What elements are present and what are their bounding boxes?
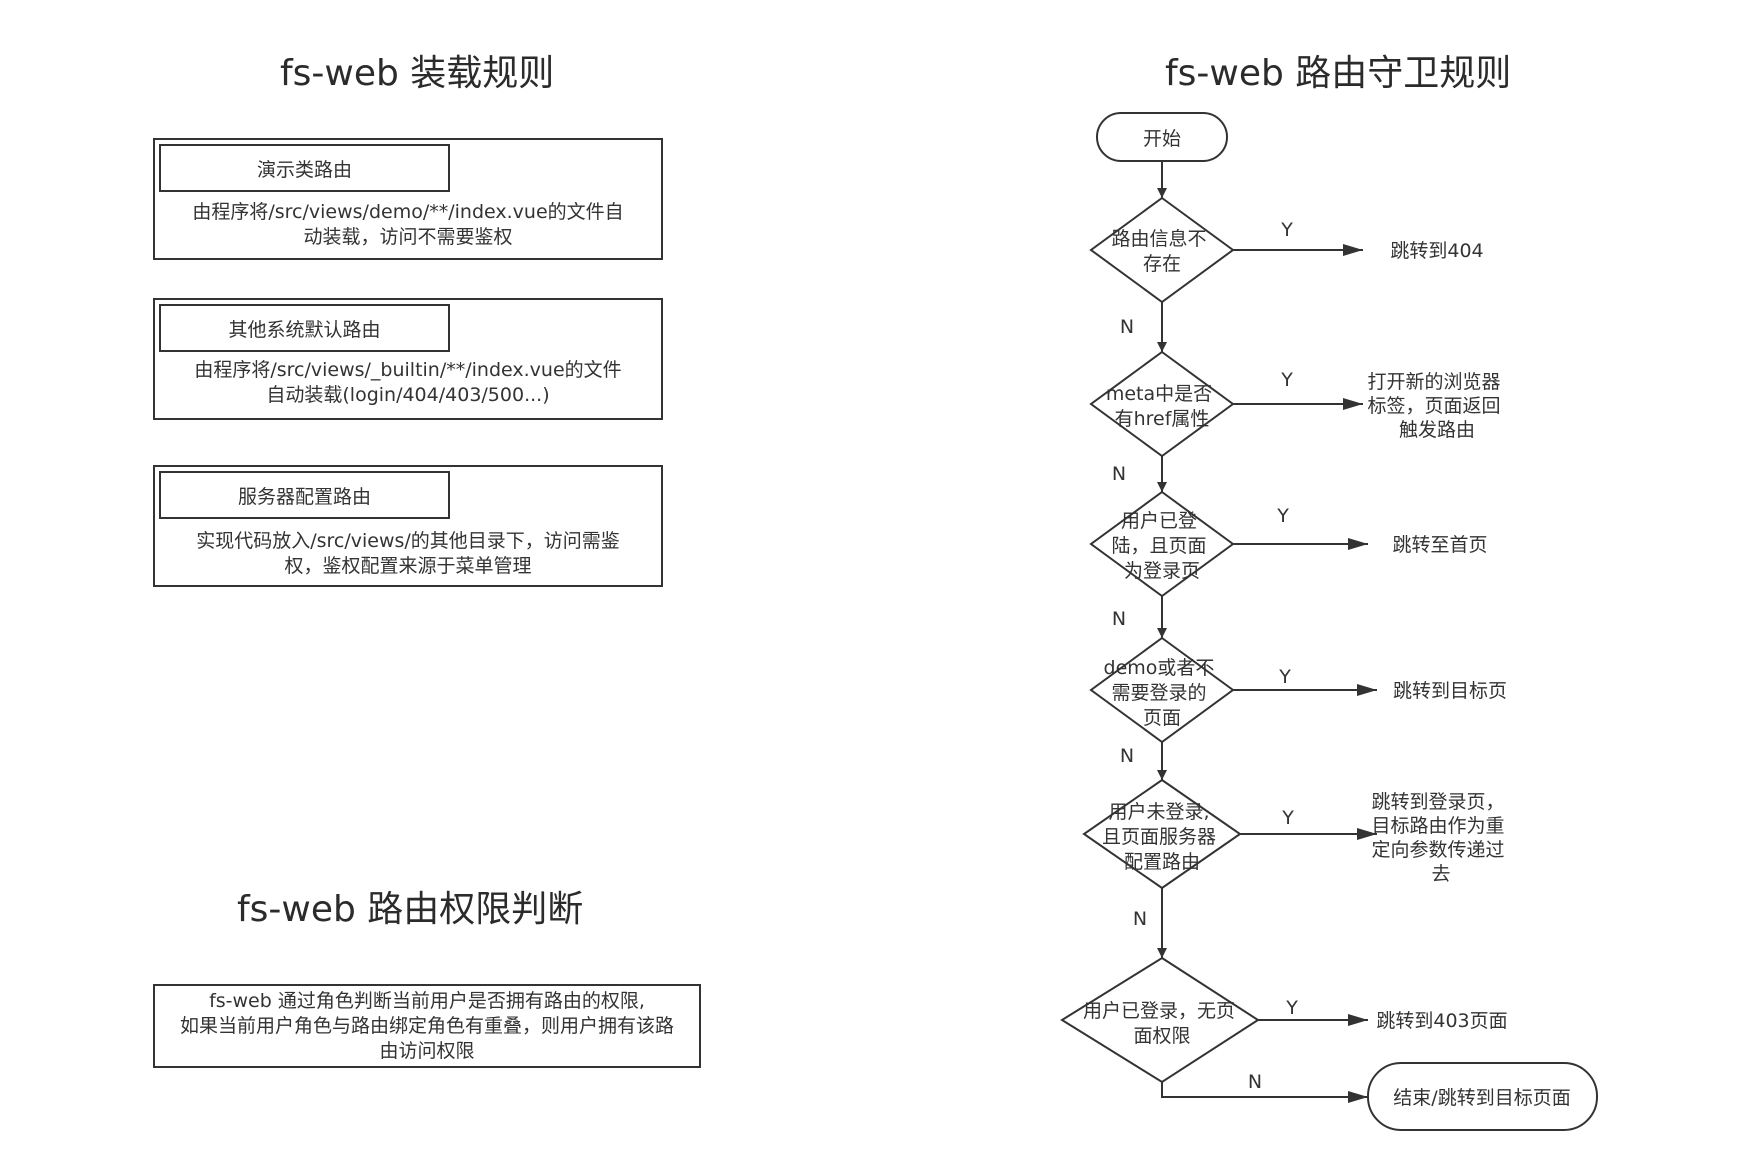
decision-text-line: 用户已登录，无页 xyxy=(1083,1000,1235,1022)
guard-rules-title: fs-web 路由守卫规则 xyxy=(1165,53,1512,94)
result-text: 跳转到404 xyxy=(1390,240,1483,262)
result-text: 打开新的浏览器 标签，页面返回 触发路由 xyxy=(1367,371,1506,441)
yes-label: Y xyxy=(1276,505,1289,527)
decision-text-line: 存在 xyxy=(1143,253,1181,275)
result-text-line: 去 xyxy=(1431,863,1450,885)
result-text-line: 打开新的浏览器 xyxy=(1367,371,1500,393)
no-label: N xyxy=(1120,745,1134,767)
result-text: 跳转到登录页， 目标路由作为重 定向参数传递过 去 xyxy=(1371,791,1510,885)
yes-label: Y xyxy=(1285,997,1298,1019)
decision-text-line: 用户已登 xyxy=(1121,510,1197,532)
decision-logged-on-login xyxy=(1089,490,1235,598)
decision-demo-or-public xyxy=(1089,636,1235,744)
decision-text-line: meta中是否 xyxy=(1106,383,1212,405)
no-label: N xyxy=(1112,463,1126,485)
permission-line: fs-web 通过角色判断当前用户是否拥有路由的权限, xyxy=(209,989,645,1012)
rule-desc: 实现代码放入/src/views/的其他目录下，访问需鉴 权，鉴权配置来源于菜单… xyxy=(165,529,651,579)
rule-box-demo: 演示类路由 由程序将/src/views/demo/**/index.vue的文… xyxy=(153,138,663,260)
decision-not-logged-server-route xyxy=(1082,778,1242,890)
result-text: 跳转到目标页 xyxy=(1393,680,1507,702)
rule-box-server: 服务器配置路由 实现代码放入/src/views/的其他目录下，访问需鉴 权，鉴… xyxy=(153,465,663,587)
rule-box-builtin: 其他系统默认路由 由程序将/src/views/_builtin/**/inde… xyxy=(153,298,663,420)
permission-title: fs-web 路由权限判断 xyxy=(237,889,584,930)
rule-desc-line: 权，鉴权配置来源于菜单管理 xyxy=(284,555,532,577)
result-text-line: 触发路由 xyxy=(1399,419,1475,441)
result-text-line: 跳转到403页面 xyxy=(1376,1010,1507,1032)
rule-desc-line: 动装载，访问不需要鉴权 xyxy=(303,226,513,248)
rule-desc-line: 实现代码放入/src/views/的其他目录下，访问需鉴 xyxy=(196,530,620,552)
no-label: N xyxy=(1120,316,1134,338)
decision-text-line: demo或者不 xyxy=(1104,657,1215,679)
no-arrow-to-end xyxy=(1161,1082,1368,1103)
decision-route-missing xyxy=(1089,196,1235,304)
yes-label: Y xyxy=(1278,666,1291,688)
decision-text-line: 且页面服务器 xyxy=(1102,826,1216,848)
yes-label: Y xyxy=(1280,219,1293,241)
rule-desc-line: 自动装载(login/404/403/500...) xyxy=(266,384,550,406)
rule-desc-line: 由程序将/src/views/demo/**/index.vue的文件自 xyxy=(192,201,624,223)
rule-label: 演示类路由 xyxy=(159,144,450,192)
decision-meta-href xyxy=(1089,350,1235,458)
yes-label: Y xyxy=(1280,369,1293,391)
no-label: N xyxy=(1112,608,1126,630)
rule-desc-line: 由程序将/src/views/_builtin/**/index.vue的文件 xyxy=(194,359,622,381)
result-text-line: 跳转到404 xyxy=(1390,240,1483,262)
decision-text: meta中是否 有href属性 xyxy=(1106,383,1218,430)
decision-text: 用户已登 陆，且页面 为登录页 xyxy=(1111,510,1212,582)
result-text-line: 跳转到登录页， xyxy=(1371,791,1504,813)
decision-text: 路由信息不 存在 xyxy=(1111,228,1212,275)
decision-text-line: 有href属性 xyxy=(1115,408,1210,430)
result-text: 跳转至首页 xyxy=(1392,534,1487,556)
no-label: N xyxy=(1248,1071,1262,1093)
decision-text-line: 为登录页 xyxy=(1124,560,1200,582)
result-text-line: 跳转到目标页 xyxy=(1393,680,1507,702)
yes-label: Y xyxy=(1281,807,1294,829)
decision-text-line: 陆，且页面 xyxy=(1111,535,1206,557)
end-node xyxy=(1367,1062,1598,1131)
decision-text-line: 用户未登录, xyxy=(1108,801,1209,823)
rule-label: 其他系统默认路由 xyxy=(159,304,450,352)
decision-text-line: 页面 xyxy=(1143,707,1181,729)
rule-label: 服务器配置路由 xyxy=(159,471,450,519)
decision-text-line: 配置路由 xyxy=(1124,851,1200,873)
result-text-line: 跳转至首页 xyxy=(1392,534,1487,556)
decision-text: 用户已登录，无页 面权限 xyxy=(1083,1000,1241,1047)
result-text-line: 标签，页面返回 xyxy=(1367,395,1500,417)
rule-desc: 由程序将/src/views/_builtin/**/index.vue的文件 … xyxy=(165,358,651,408)
load-rules-title: fs-web 装载规则 xyxy=(280,53,555,94)
result-text-line: 定向参数传递过 xyxy=(1371,839,1504,861)
decision-text-line: 需要登录的 xyxy=(1111,682,1206,704)
decision-text: demo或者不 需要登录的 页面 xyxy=(1104,657,1221,729)
permission-box: fs-web 通过角色判断当前用户是否拥有路由的权限, 如果当前用户角色与路由绑… xyxy=(153,984,701,1068)
no-label: N xyxy=(1133,908,1147,930)
result-text: 跳转到403页面 xyxy=(1376,1010,1507,1032)
start-label: 开始 xyxy=(1143,128,1181,150)
result-text-line: 目标路由作为重 xyxy=(1371,815,1504,837)
decision-text-line: 面权限 xyxy=(1133,1025,1190,1047)
permission-line: 由访问权限 xyxy=(379,1039,475,1062)
decision-text: 用户未登录, 且页面服务器 配置路由 xyxy=(1102,801,1222,873)
decision-text-line: 路由信息不 xyxy=(1111,228,1206,250)
end-label: 结束/跳转到目标页面 xyxy=(1393,1087,1570,1109)
rule-desc: 由程序将/src/views/demo/**/index.vue的文件自 动装载… xyxy=(165,200,651,250)
permission-line: 如果当前用户角色与路由绑定角色有重叠，则用户拥有该路 xyxy=(179,1014,674,1037)
